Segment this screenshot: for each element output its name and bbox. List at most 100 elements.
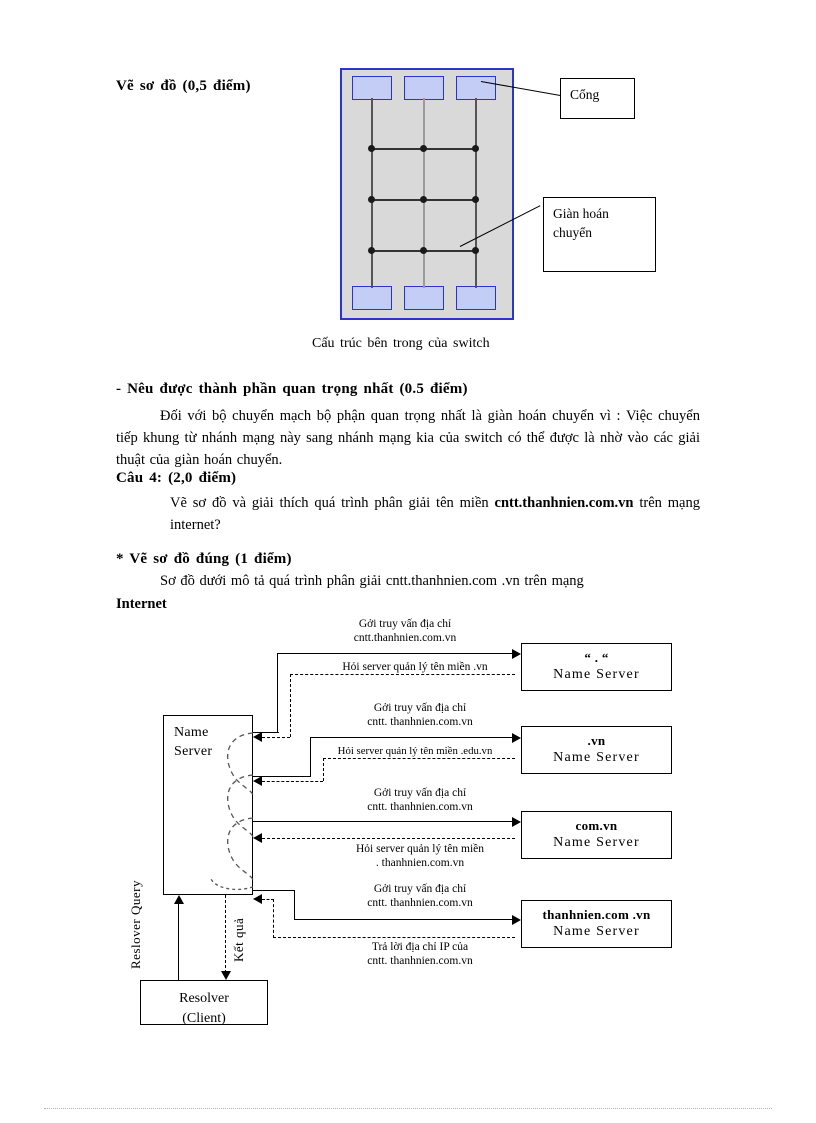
query-comvn-hline (253, 821, 515, 823)
footer-divider (44, 1108, 772, 1109)
query-label-comvn: Gởi truy vấn địa chỉ cntt. thanhnien.com… (300, 786, 540, 814)
query-root-line2: cntt.thanhnien.com.vn (353, 632, 457, 644)
query-vn-line1: Gởi truy vấn địa chỉ (373, 702, 467, 714)
client-line2: (Client) (182, 1011, 226, 1026)
query-root-arrowhead (512, 649, 521, 659)
local-ns-line2: Server (174, 744, 213, 759)
query-thanhnien-vline (294, 890, 296, 920)
query-thanhnien-arrowhead (512, 915, 521, 925)
switch-crosspoint (472, 247, 479, 254)
switch-crosspoint (368, 247, 375, 254)
component-paragraph: Đối với bộ chuyển mạch bộ phận quan trọn… (116, 408, 700, 468)
diagram-intro-body: Sơ đồ dưới mô tả quá trình phân giải cnt… (160, 573, 584, 589)
response-label-vn: Hỏi server quản lý tên miền .edu.vn (337, 745, 493, 757)
arrow-query-up-line (178, 902, 180, 980)
diagram-section-heading: * Vẽ sơ đồ đúng (1 điểm) (116, 551, 292, 567)
local-name-server-box: Name Server (163, 715, 253, 895)
query-vn-vline (310, 737, 312, 777)
label-ket-qua: Kết quả (231, 917, 246, 962)
switch-crosspoint (472, 196, 479, 203)
query-thanhnien-hline-top (253, 890, 295, 892)
response-root-vline (290, 674, 291, 737)
name-server-box-comvn: com.vn Name Server (521, 811, 672, 859)
response-root-hline-return (262, 737, 290, 738)
ns-role-vn: Name Server (553, 750, 640, 765)
name-server-box-vn: .vn Name Server (521, 726, 672, 774)
response-vn-vline (323, 758, 324, 781)
arrow-result-down-line (225, 895, 226, 973)
internal-flow-curves (210, 732, 254, 891)
response-thanhnien-hline-bottom (273, 937, 515, 938)
switch-crosspoint (368, 196, 375, 203)
switch-bus-vertical-2 (423, 98, 425, 288)
response-label-thanhnien: Trả lời địa chỉ IP của cntt. thanhnien.c… (300, 940, 540, 968)
switch-port-top-3 (456, 76, 496, 100)
switch-port-top-2 (404, 76, 444, 100)
switch-internal-structure-figure (340, 68, 514, 320)
query-root-vline (277, 653, 279, 733)
response-thanhnien-arrowhead (253, 894, 262, 904)
response-label-comvn: Hỏi server quản lý tên miền . thanhnien.… (300, 842, 540, 870)
response-vn-arrowhead (253, 776, 262, 786)
label-resolver-query: Reslover Query (128, 880, 143, 969)
name-server-box-thanhnien: thanhnien.com .vn Name Server (521, 900, 672, 948)
switch-crosspoint (472, 145, 479, 152)
dns-resolution-diagram: “ . “ Name Server .vn Name Server com.vn… (0, 612, 816, 1037)
query-label-thanhnien: Gởi truy vấn địa chỉ cntt. thanhnien.com… (300, 882, 540, 910)
switch-bus-vertical-1 (371, 98, 373, 288)
query-vn-arrowhead (512, 733, 521, 743)
callout-matrix-line2: chuyển (553, 225, 592, 240)
ns-role-comvn: Name Server (553, 835, 640, 850)
response-vn-hline-return (262, 781, 323, 782)
diagram-intro-text: Sơ đồ dưới mô tả quá trình phân giải cnt… (116, 570, 700, 615)
name-server-box-root: “ . “ Name Server (521, 643, 672, 691)
switch-port-bottom-3 (456, 286, 496, 310)
response-thanhnien-line2: cntt. thanhnien.com.vn (367, 955, 473, 967)
query-thanhnien-line1: Gởi truy vấn địa chỉ (373, 883, 467, 895)
query-root-hline-bottom (253, 732, 279, 734)
callout-port-label: Cổng (560, 78, 635, 119)
switch-port-bottom-2 (404, 286, 444, 310)
ns-zone-thanhnien: thanhnien.com .vn (542, 907, 651, 922)
response-vn-hline (323, 758, 515, 759)
switch-crosspoint (420, 247, 427, 254)
query-vn-hline-top (310, 737, 515, 739)
response-comvn-hline (262, 838, 515, 839)
arrow-query-up-head (174, 895, 184, 904)
cau4-heading: Câu 4: (2,0 điểm) (116, 470, 237, 486)
switch-crosspoint (368, 145, 375, 152)
query-label-root: Gởi truy vấn địa chỉ cntt.thanhnien.com.… (285, 617, 525, 645)
query-root-line1: Gởi truy vấn địa chỉ (358, 618, 452, 630)
query-comvn-line1: Gởi truy vấn địa chỉ (373, 787, 467, 799)
cau4-question-part2: trên mạng internet? (170, 495, 700, 533)
switch-section-heading: Vẽ sơ đồ (0,5 điểm) (116, 78, 251, 94)
callout-port-text: Cổng (570, 87, 600, 102)
cau4-question: Vẽ sơ đồ và giải thích quá trình phân gi… (170, 492, 700, 536)
ns-zone-root: “ . “ (584, 650, 609, 665)
ns-zone-comvn: com.vn (575, 818, 618, 833)
response-comvn-arrowhead (253, 833, 262, 843)
query-thanhnien-line2: cntt. thanhnien.com.vn (367, 897, 473, 909)
query-thanhnien-hline-bottom (294, 919, 515, 921)
local-ns-line1: Name (174, 725, 209, 740)
query-root-hline-top (277, 653, 515, 655)
response-thanhnien-line1: Trả lời địa chỉ IP của (371, 941, 469, 953)
response-comvn-line2: . thanhnien.com.vn (375, 857, 465, 869)
client-line1: Resolver (179, 991, 229, 1006)
cau4-question-domain: cntt.thanhnien.com.vn (494, 495, 634, 511)
diagram-intro-emphasis: Internet (116, 596, 167, 612)
ns-role-root: Name Server (553, 667, 640, 682)
query-label-vn: Gởi truy vấn địa chỉ cntt. thanhnien.com… (300, 701, 540, 729)
resolver-client-box: Resolver (Client) (140, 980, 268, 1026)
switch-crosspoint (420, 145, 427, 152)
response-thanhnien-vline (273, 899, 274, 938)
query-vn-line2: cntt. thanhnien.com.vn (367, 716, 473, 728)
query-vn-hline-bottom (253, 776, 311, 778)
switch-port-top-1 (352, 76, 392, 100)
component-section-heading: - Nêu được thành phần quan trọng nhất (0… (116, 381, 468, 397)
switch-port-bottom-1 (352, 286, 392, 310)
response-root-hline (290, 674, 515, 675)
response-label-root: Hỏi server quản lý tên miền .vn (342, 661, 488, 673)
